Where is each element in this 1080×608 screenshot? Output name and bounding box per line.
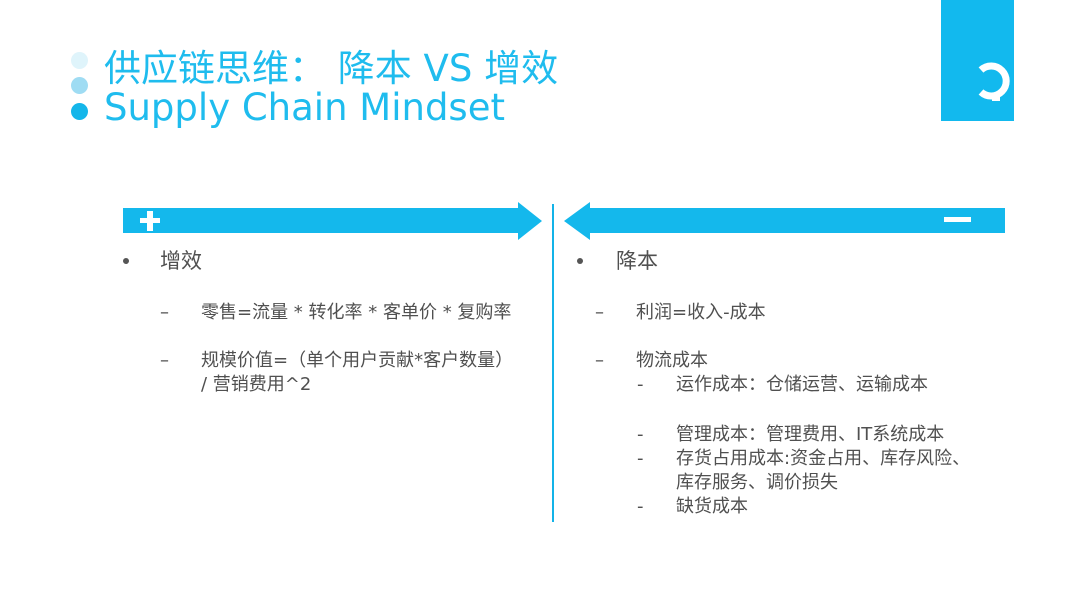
left-item-2-line2: / 营销费用^2 [201, 374, 312, 395]
right-dash-1: – [595, 302, 604, 323]
center-divider [552, 204, 554, 522]
title-dot-light [71, 52, 88, 69]
page-title-english: Supply Chain Mindset [104, 86, 505, 129]
sub-item-1: 运作成本：仓储运营、运输成本 [676, 374, 928, 395]
minus-icon [944, 217, 971, 222]
left-dash-1: – [160, 302, 169, 323]
sub-item-2: 管理成本：管理费用、IT系统成本 [676, 424, 945, 445]
sub-item-4: 缺货成本 [676, 496, 748, 517]
title-dot-dark [71, 103, 88, 120]
right-item-1: 利润=收入-成本 [636, 302, 766, 323]
right-item-2: 物流成本 [636, 350, 708, 371]
right-heading: 降本 [616, 249, 658, 273]
left-bullet [123, 258, 129, 264]
title-dot-medium [71, 77, 88, 94]
reduce-arrow [564, 202, 1005, 240]
right-dash-2: – [595, 350, 604, 371]
right-bullet [577, 258, 583, 264]
sub-item-3-line1: 存货占用成本:资金占用、库存风险、 [676, 448, 971, 469]
plus-icon [140, 211, 160, 231]
left-heading: 增效 [160, 249, 202, 273]
left-item-1: 零售=流量 * 转化率 * 客单价 * 复购率 [201, 302, 512, 323]
sub-dash-4: - [637, 496, 644, 517]
sub-dash-3: - [637, 448, 644, 469]
logo-mark-icon [978, 62, 1010, 101]
left-dash-2: – [160, 350, 169, 371]
left-item-2-line1: 规模价值=（单个用户贡献*客户数量） [201, 350, 514, 371]
increase-arrow [123, 202, 542, 240]
brand-logo [941, 0, 1014, 121]
sub-item-3-line2: 库存服务、调价损失 [676, 472, 838, 493]
sub-dash-2: - [637, 424, 644, 445]
sub-dash-1: - [637, 374, 644, 395]
page-title-chinese: 供应链思维： 降本 VS 增效 [104, 47, 559, 90]
